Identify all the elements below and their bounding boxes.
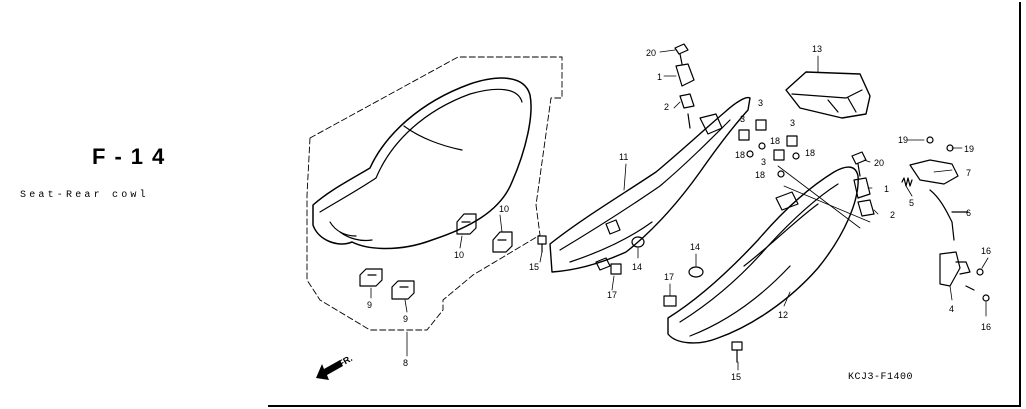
frame-border-right xyxy=(1019,2,1021,406)
page-title: F-14 xyxy=(92,144,174,169)
cable-6-drawing xyxy=(929,189,969,241)
cushion-group-right xyxy=(851,151,875,217)
seat-bracket-9-right xyxy=(391,280,415,300)
side-cover-12-drawing xyxy=(667,166,859,344)
rear-cowl-13-drawing xyxy=(785,71,871,119)
callout-9-left: 9 xyxy=(367,300,372,310)
seat-bracket-10-left xyxy=(456,213,477,235)
diagram-code: KCJ3-F1400 xyxy=(848,372,914,383)
callout-1-right: 1 xyxy=(884,184,889,194)
callout-labels: 20 1 2 13 3 3 3 3 18 18 18 18 19 19 20 7… xyxy=(367,44,991,382)
callout-8: 8 xyxy=(403,358,408,368)
callout-7: 7 xyxy=(966,168,971,178)
callout-14-left: 14 xyxy=(632,262,642,272)
seat-latch-7-drawing xyxy=(909,136,959,185)
seat-drawing xyxy=(312,77,532,250)
callout-14-right: 14 xyxy=(690,242,700,252)
callout-15-lower: 15 xyxy=(731,372,741,382)
callout-17-left: 17 xyxy=(607,290,617,300)
callout-19-left: 19 xyxy=(898,135,908,145)
callout-18-d: 18 xyxy=(755,170,765,180)
collar-17-right xyxy=(663,295,677,307)
bolt-15-right xyxy=(731,341,743,363)
side-cover-11-drawing xyxy=(549,96,751,273)
grommet-14-right xyxy=(688,266,704,278)
callout-16-lower: 16 xyxy=(981,322,991,332)
callout-5: 5 xyxy=(909,198,914,208)
callout-10-right: 10 xyxy=(499,204,509,214)
callout-18-c: 18 xyxy=(805,148,815,158)
callout-9-right: 9 xyxy=(403,314,408,324)
page-subtitle: Seat-Rear cowl xyxy=(20,190,149,201)
callout-13: 13 xyxy=(812,44,822,54)
callout-12: 12 xyxy=(778,310,788,320)
seat-lock-4-drawing xyxy=(939,251,990,302)
callout-3-d: 3 xyxy=(761,157,766,167)
seat-bracket-10-right xyxy=(492,231,513,253)
callout-19-right: 19 xyxy=(964,144,974,154)
frame-border-bottom xyxy=(268,405,1021,407)
callout-1-upper: 1 xyxy=(657,72,662,82)
callout-2-right: 2 xyxy=(890,210,895,220)
callout-10-left: 10 xyxy=(454,250,464,260)
callout-16-upper: 16 xyxy=(981,246,991,256)
screws-18 xyxy=(746,142,800,178)
seat-bracket-9-left xyxy=(359,268,383,287)
callout-3-c: 3 xyxy=(790,118,795,128)
leader-lines xyxy=(370,49,989,371)
seat-group-frame xyxy=(306,56,563,331)
callout-20-upper: 20 xyxy=(646,48,656,58)
callout-20-right: 20 xyxy=(874,158,884,168)
callout-3-b: 3 xyxy=(740,114,745,124)
callout-11: 11 xyxy=(619,152,628,162)
grommet-14-left xyxy=(631,236,645,248)
grommets-3 xyxy=(738,119,798,161)
collar-17-left xyxy=(610,263,622,275)
callout-2-upper: 2 xyxy=(664,102,669,112)
callout-6: 6 xyxy=(966,208,971,218)
callout-3-a: 3 xyxy=(758,98,763,108)
front-arrow-icon xyxy=(316,360,343,380)
callout-4: 4 xyxy=(949,304,954,314)
callout-15-left: 15 xyxy=(529,262,539,272)
cushion-group-upper xyxy=(674,43,695,129)
callout-18-b: 18 xyxy=(735,150,745,160)
spring-5-drawing xyxy=(901,177,913,187)
bolt-15-left xyxy=(537,235,547,253)
callout-18-a: 18 xyxy=(770,136,780,146)
callout-17-right: 17 xyxy=(664,272,674,282)
